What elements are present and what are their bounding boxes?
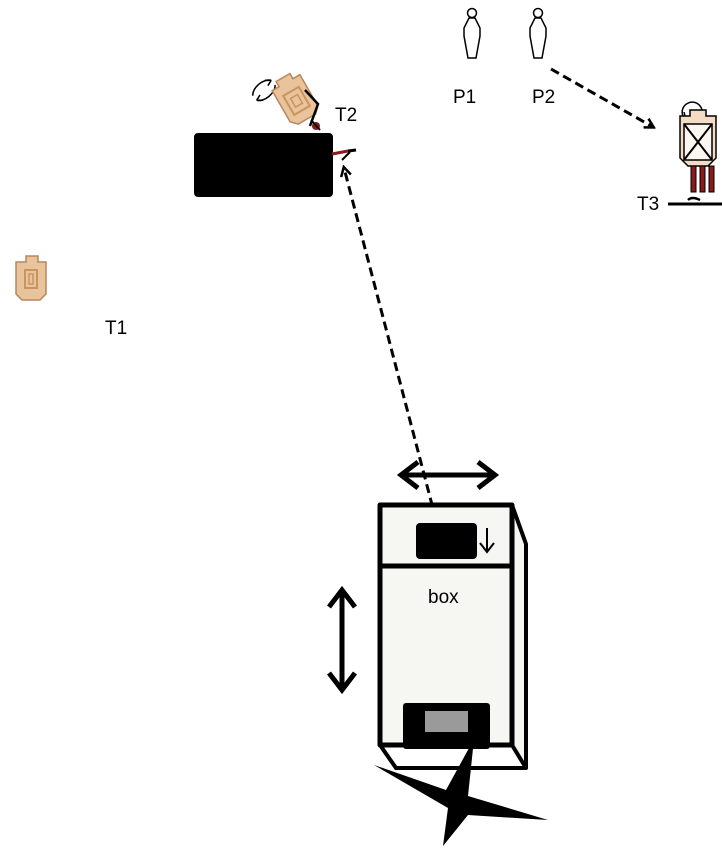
target-t1: T1 <box>15 255 127 339</box>
popper-icon <box>463 7 481 59</box>
double-arrow-vertical <box>327 585 357 695</box>
popper-p1: P1 <box>453 7 481 108</box>
barricade <box>194 133 357 197</box>
popper-p2: P2 <box>529 7 555 108</box>
swinger-arrow-icon <box>252 79 276 102</box>
double-arrow-horizontal <box>396 460 500 490</box>
target-t3-label: T3 <box>637 194 659 215</box>
box-label: box <box>428 587 459 608</box>
target-t2-label: T2 <box>335 105 357 126</box>
dashed-arrow-p2-to-t3 <box>550 67 653 127</box>
target-t3: T3 <box>637 101 722 215</box>
paper-target-icon <box>15 255 47 301</box>
dashed-arrow-box-to-t2 <box>344 168 438 521</box>
target-t2: T2 <box>252 72 357 131</box>
popper-p2-label: P2 <box>532 87 555 108</box>
shooting-box: box <box>377 502 528 770</box>
target-t1-label: T1 <box>105 318 127 339</box>
box-top-port <box>416 523 477 559</box>
start-position-star-icon <box>374 739 548 846</box>
popper-p1-label: P1 <box>453 87 476 108</box>
popper-icon <box>529 7 547 59</box>
